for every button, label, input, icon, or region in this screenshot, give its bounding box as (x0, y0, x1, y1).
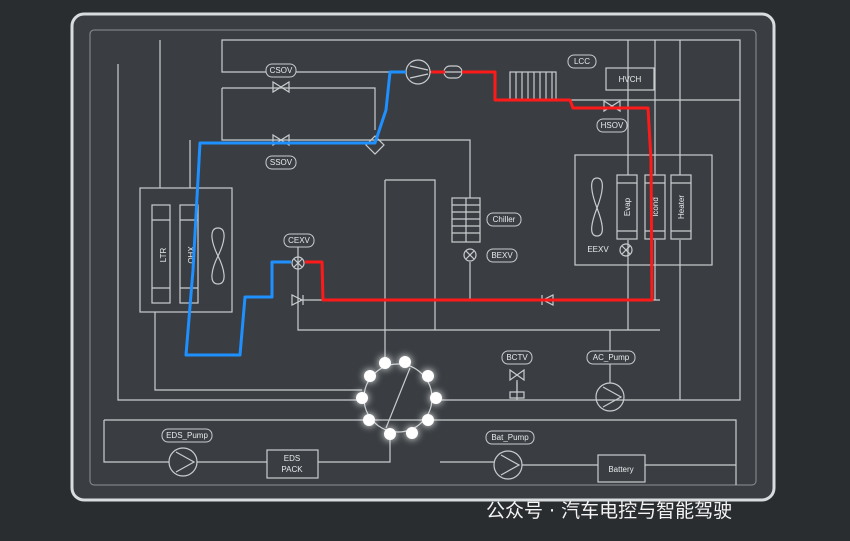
heater-label: Heater (677, 195, 686, 219)
bctv-valve-icon (509, 368, 525, 399)
bctv-label: BCTV (506, 353, 528, 362)
eds-pack-label-1: EDS (284, 454, 300, 463)
battery-box (597, 454, 646, 483)
eds-pump-label: EDS_Pump (166, 431, 208, 440)
chiller-label: Chiller (493, 215, 516, 224)
fan-icon (211, 227, 225, 285)
front-end-module (139, 187, 233, 313)
hvac-module (574, 154, 713, 266)
cexv-label: CEXV (288, 236, 310, 245)
ohx-label: OHX (187, 246, 196, 264)
eexv-label: EEXV (587, 245, 609, 254)
cexv-valve-icon (291, 256, 305, 270)
chiller-icon (451, 197, 481, 243)
watermark: 公众号 · 汽车电控与智能驾驶 (486, 500, 733, 522)
csov-label: CSOV (270, 66, 293, 75)
eds-pump-icon (168, 447, 198, 477)
ssov-label: SSOV (270, 158, 293, 167)
hvch-box (605, 67, 655, 91)
ltr-label: LTR (159, 248, 168, 263)
check-valve-icon (291, 294, 304, 306)
ac-pump-label: AC_Pump (593, 353, 630, 362)
bexv-label: BEXV (491, 251, 513, 260)
blower-icon (591, 177, 603, 237)
eds-pack-label-2: PACK (281, 465, 303, 474)
eight-way-valve (356, 356, 442, 440)
hot-refrigerant-path (305, 70, 654, 302)
eds-pack-box (266, 449, 319, 479)
evap-label: Evap (623, 197, 632, 216)
cold-refrigerant-path (184, 70, 406, 357)
bat-pump-label: Bat_Pump (491, 433, 529, 442)
lcc-label: LCC (574, 57, 590, 66)
screen-panel (70, 12, 776, 502)
bat-pump-icon (493, 450, 523, 480)
icond-label: Icond (651, 197, 660, 217)
eexv-valve-icon (619, 243, 633, 257)
hsov-label: HSOV (601, 121, 624, 130)
bexv-valve-icon (463, 248, 477, 262)
ac-pump-icon (595, 382, 625, 412)
csov-valve-icon (272, 80, 290, 94)
hvch-label: HVCH (619, 75, 642, 84)
battery-label: Battery (608, 465, 633, 474)
